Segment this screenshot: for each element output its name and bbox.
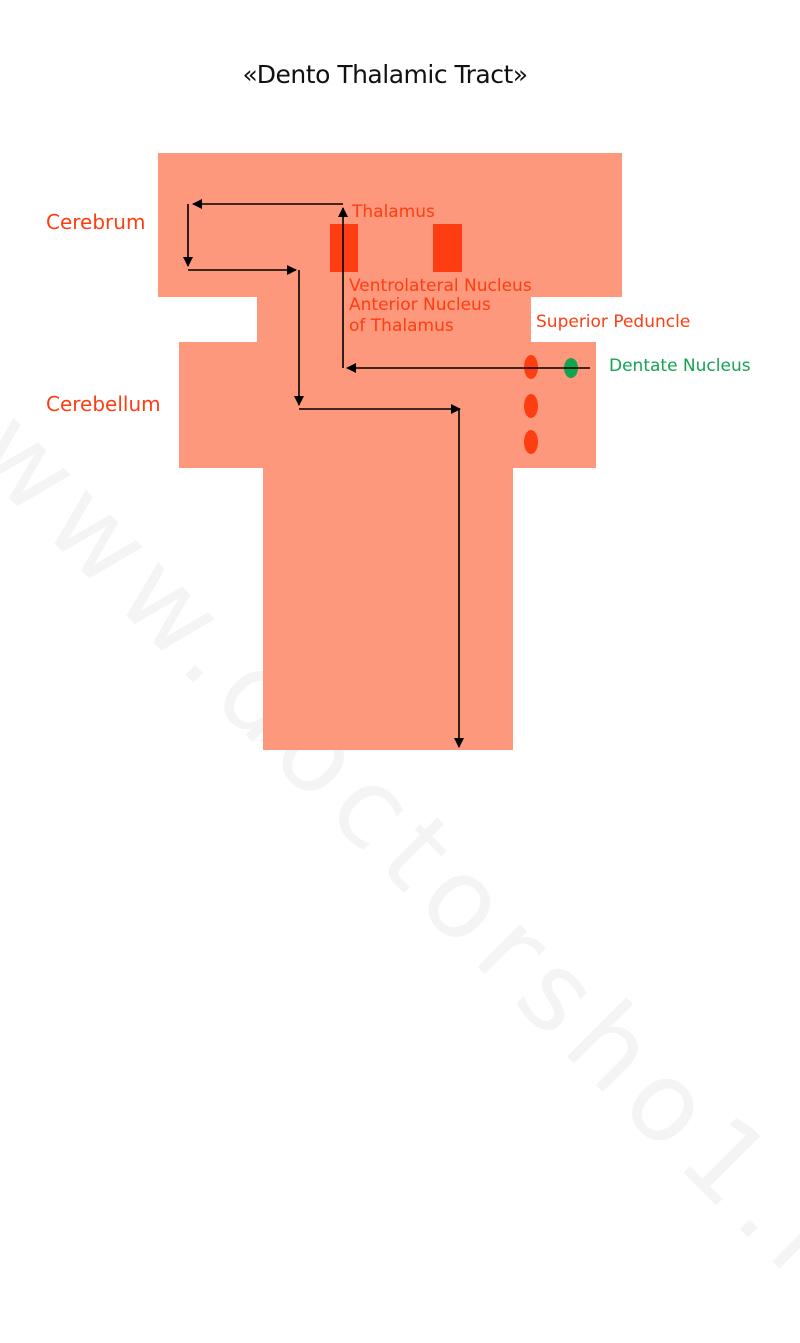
ventrolateral-nucleus-rect bbox=[330, 224, 358, 272]
superior-peduncle-dot-1 bbox=[524, 355, 538, 379]
thalamus-label: Thalamus bbox=[352, 202, 435, 222]
brain-body-shape bbox=[158, 153, 622, 750]
cerebrum-label: Cerebrum bbox=[46, 210, 146, 234]
ventrolateral-nucleus-label: Ventrolateral Nucleus bbox=[349, 276, 532, 296]
superior-peduncle-label: Superior Peduncle bbox=[536, 312, 691, 332]
superior-peduncle-dot-3 bbox=[524, 430, 538, 454]
anterior-nucleus-rect bbox=[433, 224, 462, 272]
dentate-nucleus-label: Dentate Nucleus bbox=[609, 356, 751, 376]
diagram-title: «Dento Thalamic Tract» bbox=[242, 60, 528, 89]
anterior-nucleus-label: Anterior Nucleus bbox=[349, 295, 491, 315]
diagram-canvas bbox=[158, 153, 622, 750]
superior-peduncle-dot-2 bbox=[524, 394, 538, 418]
tract-arrows bbox=[183, 199, 590, 748]
cerebellum-label: Cerebellum bbox=[46, 392, 161, 416]
anterior-nucleus-label-line2: of Thalamus bbox=[349, 316, 454, 336]
